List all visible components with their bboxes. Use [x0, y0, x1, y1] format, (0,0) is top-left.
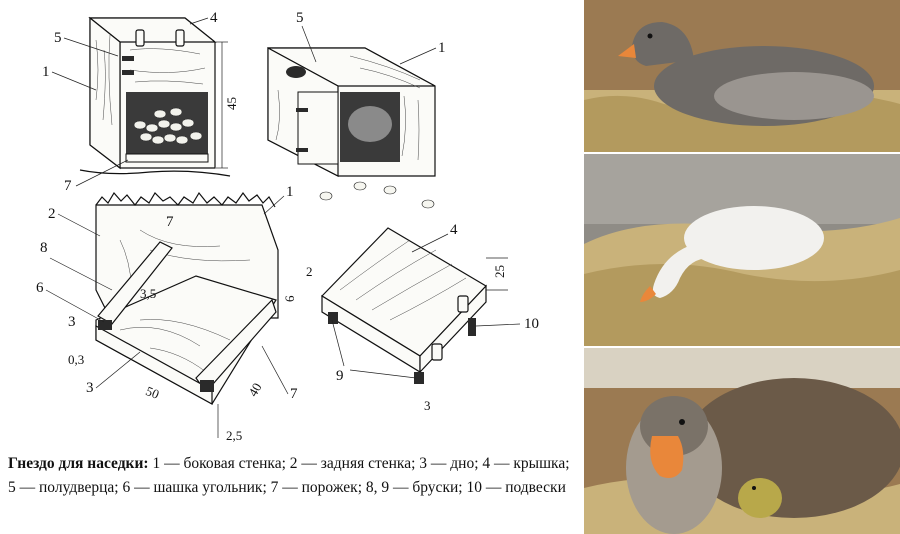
- dim-25: 25: [492, 265, 507, 278]
- nest-diagram: 45 4 5 1 7 5 1: [36, 10, 539, 443]
- label-1: 1: [438, 40, 446, 56]
- label-7: 7: [64, 178, 72, 194]
- label-8: 8: [40, 240, 48, 256]
- dim-0-3: 0,3: [68, 352, 84, 367]
- label-5: 5: [296, 10, 304, 26]
- label-6: 6: [36, 280, 44, 296]
- label-1: 1: [286, 184, 294, 200]
- caption-text: 1 — боковая стенка; 2 — задняя стенка; 3…: [8, 455, 570, 496]
- dim-3: 3: [424, 398, 431, 413]
- dim-6: 6: [282, 295, 297, 302]
- label-7: 7: [290, 386, 298, 402]
- label-4: 4: [450, 222, 458, 238]
- photo-grey-goose-nest: [584, 0, 900, 152]
- dim-2: 2: [306, 264, 313, 279]
- nest-box-side-view: 5 1: [267, 10, 446, 209]
- label-5: 5: [54, 30, 62, 46]
- label-3: 3: [68, 314, 76, 330]
- nest-box-front-view: 45 4 5 1 7: [42, 10, 239, 194]
- figure-caption: Гнездо для наседки: 1 — боковая стенка; …: [8, 452, 578, 500]
- photo-white-goose-nest: [584, 154, 900, 346]
- label-10: 10: [524, 316, 539, 332]
- dim-40: 40: [245, 380, 264, 399]
- dim-3-5: 3,5: [140, 286, 156, 301]
- photo-goose-with-gosling: [584, 348, 900, 534]
- dim-50: 50: [144, 383, 162, 402]
- label-3: 3: [86, 380, 94, 396]
- label-2: 2: [48, 206, 56, 222]
- nest-lid-drawing: 4 2 25 10 9 3: [306, 222, 539, 413]
- label-1: 1: [42, 64, 50, 80]
- label-7: 7: [166, 214, 174, 230]
- label-9: 9: [336, 368, 344, 384]
- label-4: 4: [210, 10, 218, 26]
- box-height-label: 45: [224, 97, 239, 110]
- caption-title: Гнездо для наседки:: [8, 455, 149, 472]
- dim-2-5: 2,5: [226, 428, 242, 443]
- nest-tray-drawing: 2 1 7 8 6 3 3,5 0,3 3 50 40 7 2,5 6: [36, 184, 298, 443]
